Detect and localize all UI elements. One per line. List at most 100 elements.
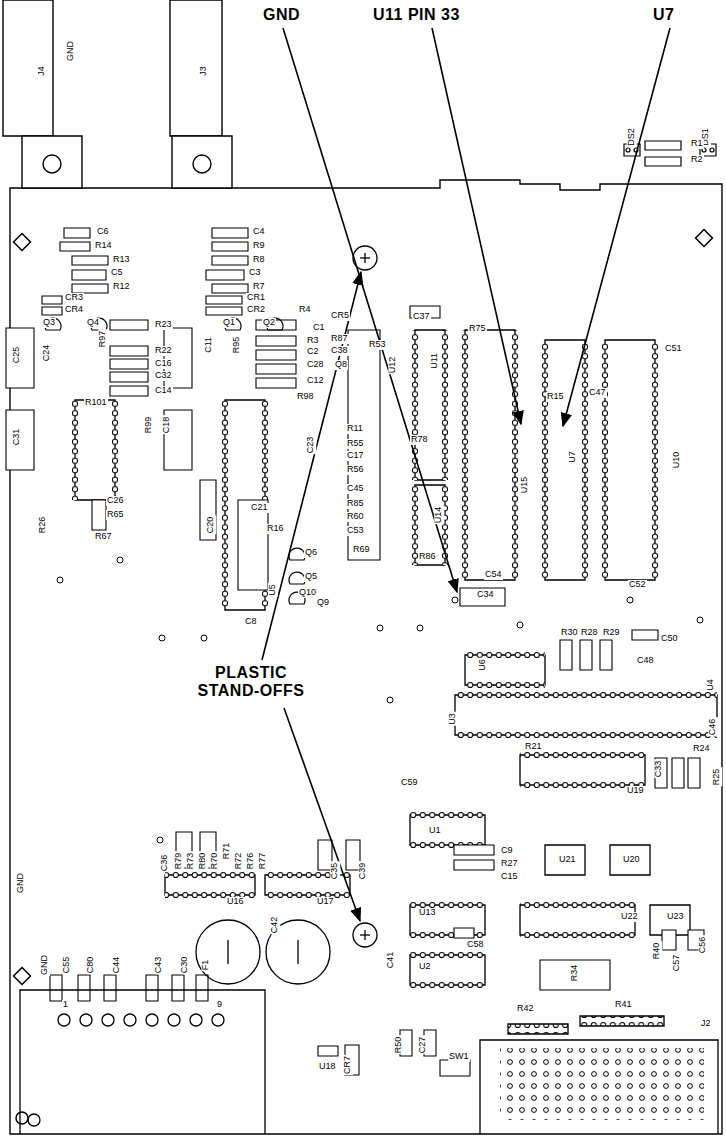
part-label: Q1 [222, 318, 236, 328]
part-label: U11 [430, 352, 440, 370]
part-label: C50 [660, 634, 679, 644]
leader-line [262, 28, 670, 921]
part-label: R87 [330, 334, 349, 344]
part-label: C9 [500, 846, 514, 856]
part-label: C28 [306, 360, 325, 370]
part-label: Q8 [334, 360, 348, 370]
part-label: C57 [672, 954, 682, 973]
part-label: U21 [558, 855, 577, 865]
ic-pins [70, 330, 717, 990]
part-label: C16 [154, 359, 173, 369]
part-label: C42 [270, 916, 280, 935]
part-label: C55 [62, 956, 72, 975]
part-label: R99 [144, 416, 154, 435]
part-label: R85 [346, 499, 365, 509]
part-label: C52 [628, 580, 647, 590]
part-label: C23 [306, 436, 316, 455]
part-label: C31 [12, 428, 22, 447]
part-label: C4 [252, 227, 266, 237]
part-label: U5 [268, 583, 278, 597]
ic-package [75, 330, 717, 985]
part-label: R22 [154, 346, 173, 356]
part-label: U22 [620, 912, 639, 922]
part-label: C80 [86, 956, 96, 975]
part-label: C46 [708, 718, 718, 737]
part-label: Q6 [304, 548, 318, 558]
part-label: R42 [516, 1004, 535, 1014]
part-label: R29 [602, 628, 621, 638]
part-label: C58 [466, 940, 485, 950]
part-label: R27 [500, 859, 519, 869]
part-label: R14 [94, 241, 113, 251]
part-label: Q3 [42, 318, 56, 328]
part-label: R71 [222, 842, 232, 861]
part-label: R41 [614, 1000, 633, 1010]
part-label: R34 [570, 964, 580, 983]
part-label: R60 [346, 512, 365, 522]
part-label: R72 [234, 852, 244, 871]
part-label: C34 [476, 590, 495, 600]
part-label: R55 [346, 439, 365, 449]
part-label: Q5 [304, 572, 318, 582]
via-hole [57, 557, 703, 843]
part-label: R86 [418, 552, 437, 562]
part-label: C48 [636, 656, 655, 666]
part-label: C32 [154, 371, 173, 381]
part-label: R9 [252, 241, 266, 251]
callout-label: U11 PIN 33 [372, 6, 461, 24]
part-label: R77 [258, 852, 268, 871]
part-label: Q9 [316, 598, 330, 608]
part-label: U19 [626, 786, 645, 796]
board-outline [10, 180, 722, 1134]
part-label: R67 [94, 532, 113, 542]
part-label: R65 [106, 510, 125, 520]
part-label: DS2 [627, 127, 637, 147]
part-label: C43 [154, 956, 164, 975]
part-label: GND [16, 872, 26, 894]
part-label: Q4 [86, 318, 100, 328]
part-label: C5 [110, 268, 124, 278]
part-label: CR5 [330, 311, 350, 321]
part-label: C6 [96, 227, 110, 237]
part-label: U18 [318, 1062, 337, 1072]
part-label: R15 [546, 392, 565, 402]
part-label: R7 [252, 282, 266, 292]
part-label: C30 [180, 956, 190, 975]
part-label: C54 [484, 570, 503, 580]
part-label: R101 [84, 398, 108, 408]
part-label: U15 [520, 476, 530, 495]
part-label: R79 [174, 852, 184, 871]
part-label: F1 [201, 959, 211, 972]
part-label: J4 [37, 65, 47, 77]
part-label: C18 [162, 416, 172, 435]
part-label: Q2 [262, 318, 276, 328]
part-label: R70 [210, 852, 220, 871]
part-label: GND [40, 954, 50, 976]
part-label: C2 [306, 347, 320, 357]
part-label: C21 [250, 503, 269, 513]
part-label: R1 [690, 139, 704, 149]
part-label: R30 [560, 628, 579, 638]
callout-label: U7 [652, 6, 675, 24]
part-label: R3 [306, 336, 320, 346]
part-label: C24 [42, 344, 52, 363]
part-label: R11 [346, 424, 364, 434]
part-label: R75 [468, 324, 487, 334]
part-label: C44 [112, 956, 122, 975]
part-label: R12 [112, 282, 131, 292]
edge-connector [20, 990, 718, 1134]
part-label: U4 [706, 678, 716, 692]
part-label: R24 [692, 744, 711, 754]
part-label: R26 [38, 516, 48, 535]
part-label: R50 [394, 1036, 404, 1055]
part-label: R80 [198, 852, 208, 871]
part-label: U20 [622, 855, 641, 865]
part-label: C12 [306, 376, 325, 386]
part-label: R98 [296, 392, 315, 402]
part-label: U16 [226, 897, 245, 907]
part-label: R4 [298, 305, 312, 315]
part-label: C35 [330, 862, 340, 881]
part-label: C56 [698, 936, 708, 955]
part-label: C27 [418, 1036, 428, 1055]
